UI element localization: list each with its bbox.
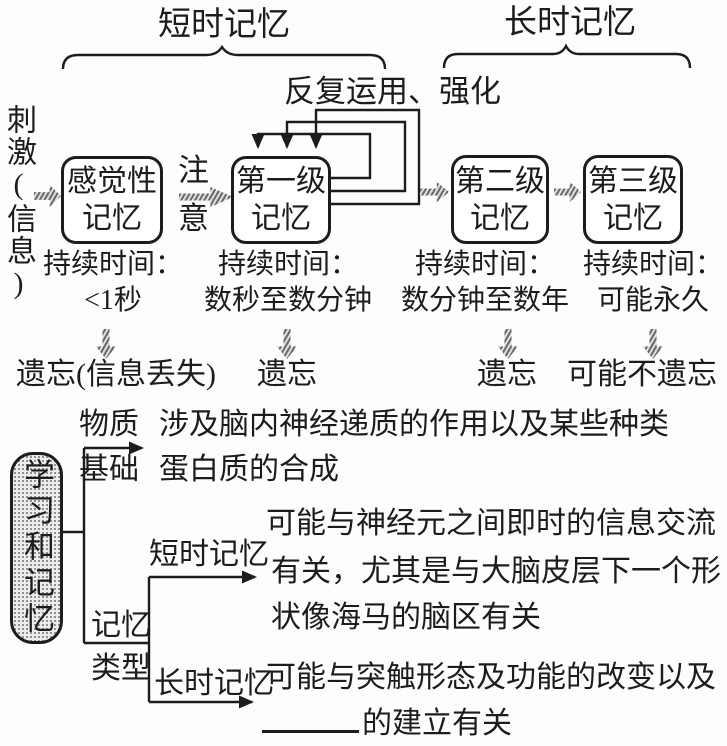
- rehearsal-loop-inner: [251, 132, 372, 180]
- short-term-bracket-label: 短时记忆: [158, 7, 290, 43]
- duration-label: 持续时间：: [414, 249, 555, 280]
- long-term-description-line2: 的建立有关: [262, 700, 512, 742]
- fill-in-blank: [262, 700, 359, 733]
- duration-label: 持续时间：: [582, 249, 723, 280]
- memory-box-second-level: 第二级 记忆: [451, 155, 549, 244]
- rehearsal-label: 反复运用、强化: [284, 74, 501, 109]
- material-basis-text-line2: 蛋白质的合成: [159, 453, 339, 486]
- second-level-box-line1: 第二级: [455, 164, 545, 198]
- material-basis-label-line2: 基础: [79, 453, 139, 486]
- outcome-second: 遗忘: [477, 358, 537, 391]
- short-term-description-line1: 可能与神经元之间即时的信息交流: [266, 507, 716, 540]
- duration-label: 持续时间：: [217, 249, 358, 280]
- memory-box-first-level: 第一级 记忆: [231, 156, 331, 244]
- first-level-box-line2: 记忆: [251, 202, 311, 235]
- long-term-description-line1: 可能与突触形态及功能的改变以及: [266, 661, 716, 694]
- long-term-description-line2-text: 的建立有关: [362, 707, 512, 740]
- outcome-sensory: 遗忘(信息丢失): [16, 358, 216, 391]
- memory-box-third-level: 第三级 记忆: [583, 155, 683, 244]
- short-term-branch-label: 短时记忆: [149, 538, 269, 571]
- learning-and-memory-label: 学习和记忆: [19, 458, 54, 638]
- long-term-branch-label: 长时记忆: [154, 667, 274, 700]
- attention-label-bottom: 意: [178, 201, 209, 236]
- short-term-description-line2: 有关，尤其是与大脑皮层下一个形: [271, 555, 721, 588]
- memory-box-sensory: 感觉性 记忆: [61, 156, 163, 244]
- first-level-box-line1: 第一级: [236, 165, 326, 198]
- memory-type-label-line1: 记忆: [91, 609, 151, 642]
- material-basis-label-line1: 物质: [79, 408, 139, 441]
- second-level-box-line2: 记忆: [470, 201, 530, 235]
- short-term-description-line3: 状像海马的脑区有关: [271, 601, 541, 634]
- learning-and-memory-root-box: 学习和记忆: [10, 452, 63, 644]
- sensory-box-line2: 记忆: [82, 202, 142, 235]
- outcome-first: 遗忘: [257, 358, 317, 391]
- duration-second: 持续时间： 数分钟至数年: [385, 247, 585, 319]
- duration-label: 持续时间：: [42, 249, 183, 280]
- duration-value: 可能永久: [596, 285, 709, 316]
- material-basis-text-line1: 涉及脑内神经递质的作用以及某些种类: [159, 408, 669, 441]
- long-term-brace: [442, 43, 692, 69]
- duration-sensory: 持续时间： <1秒: [33, 247, 193, 319]
- third-level-box-line2: 记忆: [603, 201, 663, 235]
- short-term-brace: [61, 44, 387, 70]
- duration-first: 持续时间： 数秒至数分钟: [183, 247, 393, 319]
- duration-value: <1秒: [84, 285, 142, 316]
- duration-value: 数分钟至数年: [400, 285, 569, 316]
- long-term-bracket-label: 长时记忆: [504, 5, 636, 41]
- rehearsal-loop-middle: [280, 120, 407, 193]
- sensory-box-line1: 感觉性: [67, 165, 157, 198]
- third-level-box-line1: 第三级: [588, 164, 678, 198]
- outcome-third: 可能不遗忘: [567, 358, 717, 391]
- duration-value: 数秒至数分钟: [203, 285, 372, 316]
- duration-third: 持续时间： 可能永久: [578, 247, 727, 319]
- attention-label-top: 注: [178, 153, 209, 188]
- memory-type-label-line2: 类型: [91, 652, 151, 685]
